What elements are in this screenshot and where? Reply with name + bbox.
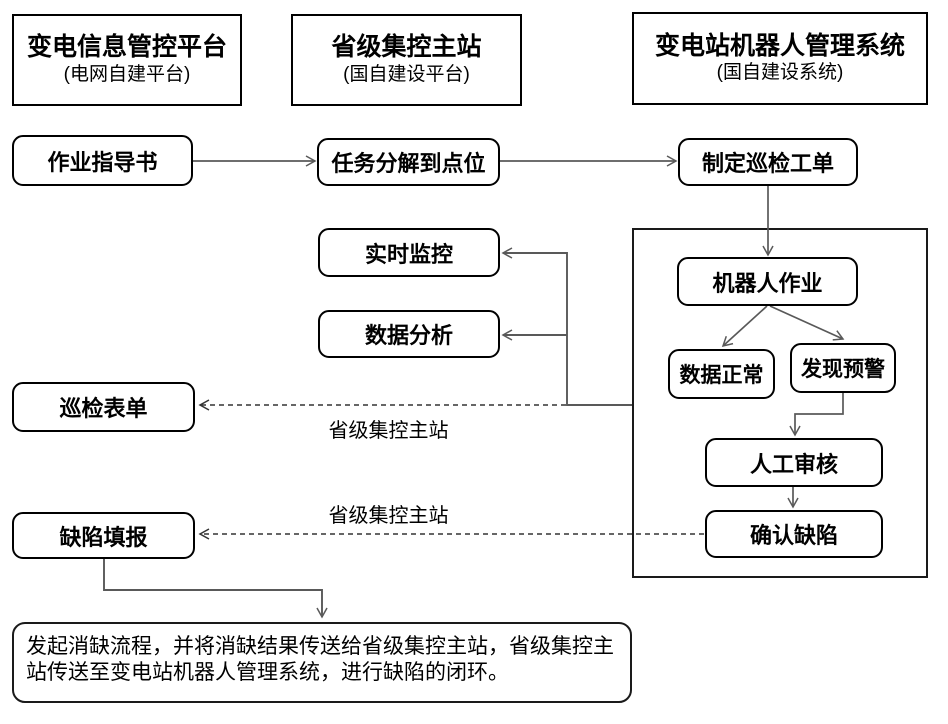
robot-system-group-box [632, 228, 928, 578]
node-inspect-form: 巡检表单 [12, 382, 195, 432]
node-warn-found: 发现预警 [790, 343, 896, 393]
node-work-guide: 作业指导书 [12, 135, 193, 186]
node-realtime-monitor: 实时监控 [318, 228, 500, 277]
header-robot-management-system: 变电站机器人管理系统 (国自建设系统) [632, 12, 928, 105]
node-manual-review: 人工审核 [705, 438, 883, 487]
node-confirm-defect: 确认缺陷 [705, 510, 883, 558]
node-data-normal: 数据正常 [668, 349, 775, 399]
header-subtitle: (国自建设系统) [716, 62, 844, 84]
node-data-analysis: 数据分析 [318, 310, 500, 358]
edge-robot-job-to-data-ok [721, 305, 768, 348]
edge-label-provincial-station-2: 省级集控主站 [328, 505, 449, 527]
header-title: 省级集控主站 [331, 33, 482, 62]
node-task-split: 任务分解到点位 [317, 138, 500, 186]
edge-warn-found-to-review [789, 393, 844, 437]
edge-defect-fill-to-note [103, 559, 328, 619]
edge-robot-job-to-warn-found [769, 305, 845, 341]
header-subtitle: (电网自建平台) [63, 63, 191, 85]
node-make-order: 制定巡检工单 [678, 138, 858, 186]
header-subtitle: (国自建设平台) [343, 63, 470, 85]
header-provincial-control-station: 省级集控主站 (国自建设平台) [291, 14, 522, 106]
node-defect-fill: 缺陷填报 [12, 512, 195, 559]
header-title: 变电信息管控平台 [26, 33, 227, 62]
node-robot-job: 机器人作业 [677, 257, 858, 306]
header-substation-info-platform: 变电信息管控平台 (电网自建平台) [12, 14, 242, 106]
bottom-note: 发起消缺流程，并将消缺结果传送给省级集控主站，省级集控主站传送至变电站机器人管理… [12, 622, 632, 703]
edge-group-to-realtime [501, 247, 632, 406]
edge-label-provincial-station-1: 省级集控主站 [328, 420, 449, 442]
header-title: 变电站机器人管理系统 [654, 31, 905, 60]
